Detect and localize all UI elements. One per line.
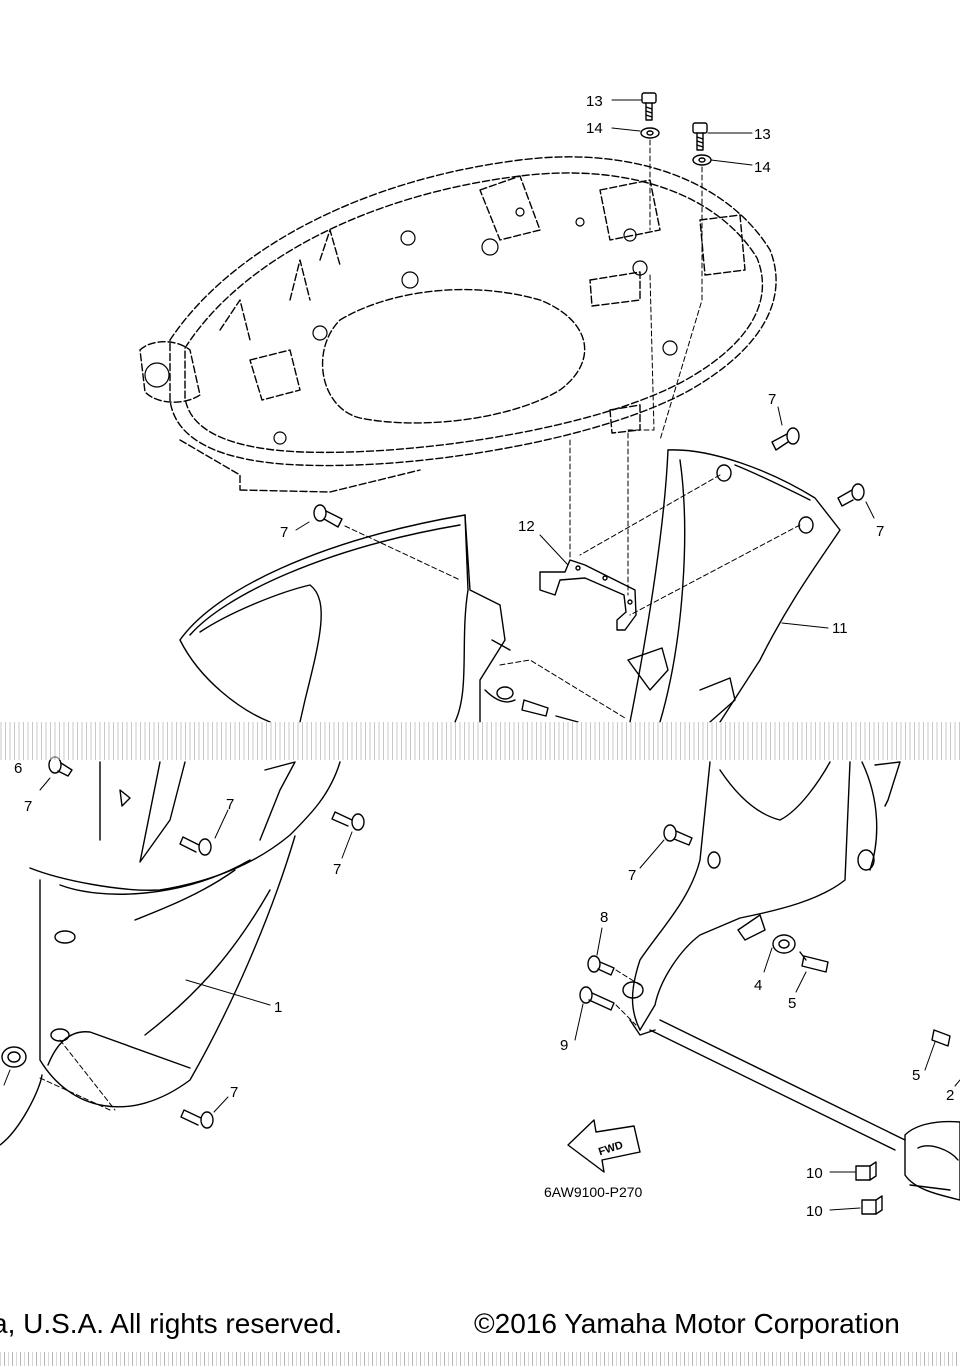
bolt-9: [579, 986, 615, 1011]
callout-9: 9: [560, 1037, 568, 1054]
screw-7-upper-right-a: [771, 427, 800, 451]
collar-5-right: [799, 951, 829, 973]
callout-10-b: 10: [806, 1203, 823, 1220]
callout-14-right: 14: [754, 159, 771, 176]
callout-2: 2: [946, 1087, 954, 1104]
screw-7-lower-b: [179, 836, 212, 856]
bolt-13-right: [692, 122, 708, 151]
side-cover-left-upper: [179, 514, 516, 723]
left-cover-guide: [344, 525, 461, 581]
bottom-cowling-phantom: [139, 156, 777, 493]
screw-7-upper-left: [313, 504, 343, 528]
callout-7-upper-right-b: 7: [876, 523, 884, 540]
callout-7-lower-d: 7: [230, 1084, 238, 1101]
callout-6: 6: [14, 760, 22, 777]
nut-10-a: [855, 1161, 877, 1181]
callout-7-lower-a: 7: [24, 798, 32, 815]
grommet-lower-left: [1, 1046, 27, 1068]
grommet-upper: [521, 699, 579, 723]
cowling-bosses: [144, 207, 678, 445]
screw-7-upper-right-b: [837, 483, 865, 507]
right-cover-guide-lines: [499, 474, 801, 719]
grommet-4: [772, 934, 796, 954]
leader-lines: [3, 99, 960, 1211]
footer-rights-text: a, U.S.A. All rights reserved.: [0, 1308, 343, 1339]
scan-bottom-band: [0, 1352, 960, 1366]
lower-bracket-line: [649, 1019, 906, 1151]
bracket-12: [539, 559, 637, 631]
side-cover-right-upper: [627, 449, 841, 723]
footer-copyright-text: ©2016 Yamaha Motor Corporation: [474, 1308, 900, 1339]
bolt-13-left: [641, 92, 657, 121]
side-cover-right-lower: [622, 761, 901, 1036]
fwd-arrow: [567, 1119, 641, 1173]
screw-7-lower-d: [180, 1109, 214, 1129]
callout-12: 12: [518, 518, 535, 535]
callout-7-lower-c: 7: [333, 861, 341, 878]
callout-14-left: 14: [586, 120, 603, 137]
screw-8: [587, 955, 615, 976]
lower-rear-bracket: [904, 1120, 960, 1201]
screw-7-lower-c: [331, 811, 365, 831]
callout-numbers: 13 14 13 14 7 7 7 12 11 6 7 7 7 1 7 7 8 …: [14, 93, 954, 1220]
callout-5-edge: 5: [912, 1067, 920, 1084]
callout-7-lower-b: 7: [226, 796, 234, 813]
scan-tear-band: [0, 722, 960, 760]
screw-7-lower-e: [663, 824, 693, 846]
callout-11: 11: [832, 620, 848, 637]
callout-7-upper-right-a: 7: [768, 391, 776, 408]
nut-10-b: [861, 1195, 883, 1215]
washer-14-left: [640, 127, 660, 139]
callout-10-a: 10: [806, 1165, 823, 1182]
upper-guide-lines: [569, 139, 703, 596]
callout-5-right: 5: [788, 995, 796, 1012]
callout-7-lower-e: 7: [628, 867, 636, 884]
callout-7-upper-left: 7: [280, 524, 288, 541]
callout-1: 1: [274, 999, 282, 1016]
collar-5-edge: [931, 1029, 951, 1047]
callout-8: 8: [600, 909, 608, 926]
callout-13-left: 13: [586, 93, 603, 110]
right-lower-guide-lines: [615, 969, 641, 1026]
washer-14-right: [692, 154, 712, 166]
callout-13-right: 13: [754, 126, 771, 143]
callout-4: 4: [754, 977, 762, 994]
left-lower-guide-lines: [39, 1039, 116, 1111]
side-cover-left-lower: [0, 761, 341, 1146]
diagram-reference-code: 6AW9100-P270: [544, 1184, 643, 1200]
